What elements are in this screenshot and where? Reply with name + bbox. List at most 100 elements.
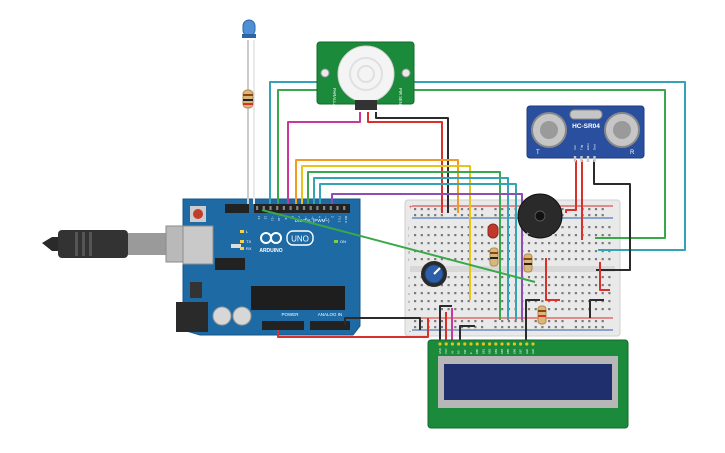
wire-pir-vcc — [367, 112, 443, 213]
digital-pin-label: 12 — [264, 216, 268, 220]
wire-ardu-gnd — [344, 317, 421, 330]
lcd-pin — [519, 342, 523, 346]
lcd-pin-label: DB3 — [494, 348, 498, 354]
wire-red-rail — [545, 258, 560, 301]
power-header-label: POWER — [281, 312, 299, 317]
potentiometer[interactable] — [421, 261, 447, 287]
arduino-uno-board: ARDUINO UNO DIGITAL (PWM~) POWER ANALOG … — [176, 198, 361, 336]
pir-label-left: PARALLAX — [332, 88, 337, 110]
digital-pin-label: 2 — [331, 216, 335, 218]
ultrasonic-label-r: R — [630, 150, 635, 156]
lcd-pin — [512, 342, 517, 346]
tx-led-label: TX — [246, 239, 251, 244]
lcd-pin-label: RW — [463, 349, 467, 354]
lcd-pin — [531, 342, 535, 346]
wire-lcd-4 — [459, 325, 475, 342]
board-brand: ARDUINO — [259, 248, 282, 254]
wire-ultra-vcc — [565, 160, 577, 213]
digital-pin — [256, 206, 259, 210]
ultrasonic-pin-label: Gnd — [593, 144, 597, 150]
digital-pin-label: 13 — [257, 216, 261, 220]
ultrasonic-pin-label: Vcc — [573, 144, 577, 150]
lcd-pin-label: DB4 — [500, 348, 504, 354]
lcd-pin-label: E — [469, 352, 473, 354]
wire-black-rail — [589, 299, 604, 318]
digital-pin — [309, 206, 312, 210]
lcd-pin-label: DB6 — [512, 348, 516, 354]
lcd-pin — [450, 342, 454, 346]
buzzer-plus: + — [526, 232, 530, 238]
digital-pin-label: ~3 — [324, 216, 328, 220]
row-label: e — [408, 275, 411, 280]
digital-pin-label: ~6 — [304, 216, 308, 220]
resistor-1 — [489, 247, 499, 267]
lcd-pin-label: DB1 — [481, 348, 485, 354]
lcd-pin-label: DB5 — [506, 348, 510, 354]
digital-pin — [323, 206, 326, 210]
wire-ardu-5v — [277, 318, 429, 338]
wire-purple-1 — [331, 193, 523, 320]
lcd-pin-label: DB7 — [519, 348, 523, 354]
power-jack — [176, 302, 208, 332]
resistor-2 — [523, 253, 533, 273]
lcd-pin-label: LED — [531, 349, 535, 354]
digital-header-label: DIGITAL (PWM~) — [295, 218, 330, 223]
lcd-pin — [438, 342, 442, 346]
lcd-pin — [481, 342, 485, 346]
row-label: j — [407, 225, 409, 230]
digital-pin — [289, 206, 292, 210]
wire-orange-1 — [295, 159, 459, 213]
digital-pin-label: RX 0 — [344, 216, 348, 223]
board-model: UNO — [291, 235, 309, 244]
on-led-label: ON — [340, 239, 346, 244]
analog-header — [310, 321, 350, 330]
digital-pin-label: TX 1 — [337, 216, 341, 223]
lcd-pin-label: V0 — [450, 350, 454, 354]
digital-pin — [343, 206, 346, 210]
resistor-3 — [537, 305, 547, 325]
lcd-pin — [500, 342, 504, 346]
piezo-buzzer: + - — [517, 193, 563, 239]
digital-pin — [336, 206, 339, 210]
pir-sensor: PARALLAX PIR SENSOR — [316, 41, 415, 114]
ultrasonic-pin-label: Trig — [580, 145, 584, 150]
ultrasonic-pin — [573, 156, 577, 162]
lcd-pin — [457, 342, 461, 346]
lcd-pin — [525, 342, 529, 346]
digital-pin — [302, 206, 306, 210]
ultrasonic-pin — [586, 156, 590, 162]
row-label: i — [408, 233, 409, 238]
pir-label-right: PIR SENSOR — [398, 88, 403, 114]
digital-pin — [296, 206, 299, 210]
digital-pin — [316, 206, 319, 210]
atmega-chip — [251, 286, 345, 310]
resistor-top — [242, 89, 254, 109]
digital-pin-label: ~10 — [277, 216, 281, 221]
wires — [247, 40, 686, 342]
lcd-pin-label: VCC — [444, 348, 448, 354]
ultrasonic-pin — [593, 156, 596, 162]
wire-pir-gnd — [375, 112, 449, 213]
digital-pin — [329, 206, 332, 210]
digital-pin-label: ~5 — [311, 216, 315, 220]
row-label: g — [408, 249, 410, 254]
lcd-pin — [506, 342, 510, 346]
buzzer-minus: - — [552, 232, 554, 238]
row-label: a — [408, 307, 411, 312]
led-red — [487, 223, 499, 239]
lcd-pin — [469, 342, 473, 346]
digital-pin — [262, 206, 265, 210]
wire-red-rail-2 — [599, 262, 610, 291]
lcd-pin-label: RS — [457, 350, 461, 354]
row-label: f — [408, 257, 410, 262]
l-led-label: L — [246, 229, 249, 234]
rail-plus-label: + — [409, 205, 413, 211]
